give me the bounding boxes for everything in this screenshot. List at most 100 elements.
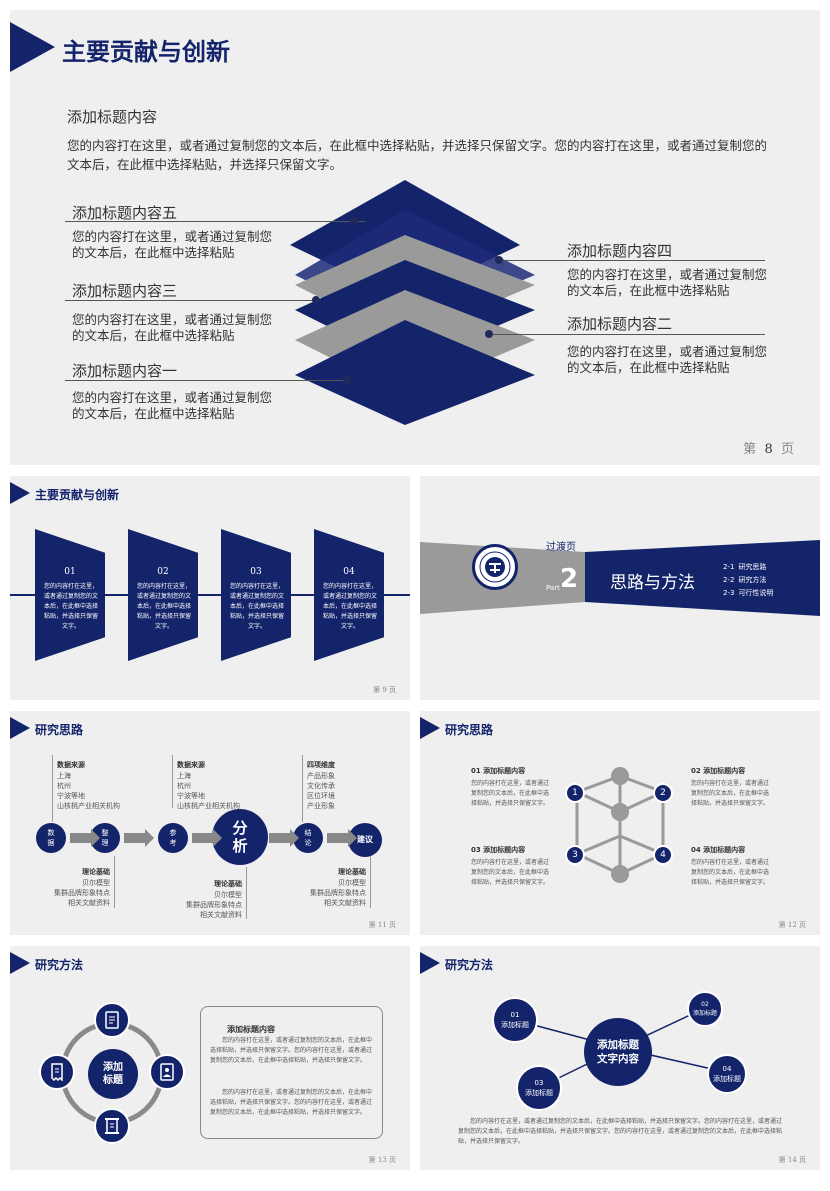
item-3-line — [65, 300, 320, 301]
page-number: 第 11 页 — [368, 921, 396, 929]
group-line: 相关文献资料 — [324, 899, 366, 907]
flow-node: 参考 — [158, 823, 188, 853]
satellite-node: 03 添加标题 — [516, 1065, 562, 1111]
flow-arrow — [327, 829, 357, 847]
group-line: 山核桃产业相关机构 — [177, 802, 240, 810]
node-number: 03 — [534, 1079, 544, 1087]
item-4-title: 添加标题内容四 — [567, 242, 673, 260]
page-number: 第 12 页 — [778, 921, 806, 929]
node-label: 添加标题 — [525, 1089, 553, 1097]
group-heading: 数据来源 — [177, 761, 205, 769]
connector-line — [370, 856, 371, 908]
node-label: 添加标题 — [692, 1010, 717, 1017]
flow-node-label: 分析 — [232, 819, 248, 855]
flow-node-label: 建议 — [357, 835, 373, 844]
section-title: 思路与方法 — [610, 573, 695, 593]
connector-line — [302, 755, 303, 822]
center-node: 添加标题文字内容 — [584, 1018, 652, 1086]
item-1-line — [65, 380, 350, 381]
item-title: 04 添加标题内容 — [691, 846, 746, 854]
box-title: 添加标题内容 — [227, 1025, 275, 1034]
title-triangle — [10, 952, 30, 974]
step-body: 您的内容打在这里，或者通过复制您的文本后，在此框中选择粘贴，并选择只保留文字。 — [229, 583, 284, 630]
box-para-2: 您的内容打在这里，或者通过复制您的文本后，在此框中选择粘贴，并选择只保留文字。您… — [210, 1089, 373, 1116]
connector-line — [246, 867, 247, 919]
document-icon — [94, 1002, 130, 1038]
text-box — [200, 1006, 383, 1139]
receipt-icon — [39, 1054, 75, 1090]
group-heading: 理论基础 — [82, 868, 110, 876]
section-text: 研究思路 — [738, 563, 767, 571]
university-seal — [472, 544, 518, 590]
group-line: 山核桃产业相关机构 — [57, 802, 120, 810]
page-number: 第 13 页 — [368, 1156, 396, 1164]
item-4-body: 您的内容打在这里，或者通过复制您的文本后，在此框中选择粘贴 — [567, 267, 768, 298]
slide-11: 研究思路 数据整理参考分析结论建议数据来源上海杭州宁波等地山核桃产业相关机构数据… — [10, 711, 410, 935]
cube-node-label: 4 — [660, 850, 666, 860]
layer-stack — [290, 180, 535, 425]
item-body: 您的内容打在这里，或者通过复制您的文本后，在此框中选择粘贴，并选择只保留文字。 — [471, 780, 550, 807]
group-line: 区位环境 — [307, 792, 335, 800]
part-label: Part — [546, 584, 560, 592]
item-2-body: 您的内容打在这里，或者通过复制您的文本后，在此框中选择粘贴 — [567, 344, 768, 375]
group-line: 上海 — [177, 772, 191, 780]
group-line: 宁波等地 — [57, 792, 85, 800]
flow-node: 数据 — [36, 823, 66, 853]
step-number: 03 — [250, 567, 262, 577]
item-body: 您的内容打在这里，或者通过复制您的文本后，在此框中选择粘贴，并选择只保留文字。 — [691, 780, 770, 807]
step-number: 02 — [157, 567, 169, 577]
item-5-body: 您的内容打在这里，或者通过复制您的文本后，在此框中选择粘贴 — [72, 229, 273, 260]
slide-title: 主要贡献与创新 — [35, 488, 120, 502]
flow-arrow — [70, 829, 100, 847]
cube-node: 4 — [653, 845, 673, 865]
step-body: 您的内容打在这里，或者通过复制您的文本后，在此框中选择粘贴，并选择只保留文字。 — [136, 583, 191, 630]
item-5-dot — [350, 217, 358, 225]
slide-title: 研究思路 — [445, 723, 494, 737]
id-card-icon — [149, 1054, 185, 1090]
page-number: 第 8 页 — [743, 442, 794, 457]
flow-node-label: 参考 — [169, 829, 177, 847]
scroll-icon — [94, 1108, 130, 1144]
slide-title: 研究方法 — [35, 958, 84, 972]
item-1-dot — [343, 376, 351, 384]
step-body: 您的内容打在这里，或者通过复制您的文本后，在此框中选择粘贴，并选择只保留文字。 — [43, 583, 98, 630]
slide-title: 研究方法 — [445, 958, 494, 972]
flow-arrow — [192, 829, 222, 847]
step-card: 02 您的内容打在这里，或者通过复制您的文本后，在此框中选择粘贴，并选择只保留文字… — [128, 529, 198, 661]
group-line: 贝尔模型 — [338, 879, 366, 887]
part-number: 2 — [560, 564, 579, 594]
node-number: 01 — [510, 1011, 520, 1019]
flow-arrow — [124, 829, 154, 847]
item-title: 02 添加标题内容 — [691, 767, 746, 775]
item-3-dot — [312, 296, 320, 304]
flow-node-label: 数据 — [47, 829, 55, 847]
step-card: 01 您的内容打在这里，或者通过复制您的文本后，在此框中选择粘贴，并选择只保留文字… — [35, 529, 105, 661]
cube-node-label: 2 — [660, 788, 666, 798]
group-line: 相关文献资料 — [200, 911, 242, 919]
group-line: 贝尔模型 — [214, 891, 242, 899]
title-triangle — [10, 717, 30, 739]
title-triangle — [420, 952, 440, 974]
box-para-1: 您的内容打在这里，或者通过复制您的文本后，在此框中选择粘贴，并选择只保留文字。您… — [210, 1037, 373, 1064]
navy-band — [585, 540, 820, 616]
step-number: 01 — [64, 567, 76, 577]
page-number: 第 14 页 — [778, 1156, 806, 1164]
title-triangle — [10, 482, 30, 504]
slide-8: 主要贡献与创新 添加标题内容 您的内容打在这里，或者通过复制您的文本后，在此框中… — [10, 10, 820, 465]
group-heading: 数据来源 — [57, 761, 85, 769]
seal-icon — [479, 551, 511, 583]
node-number: 04 — [722, 1065, 732, 1073]
item-4-line — [500, 260, 765, 261]
section-num: 2-2 — [723, 576, 735, 584]
slide-13: 研究方法 添加标题 添加标题内容 您的内容打在这里，或者通过复制您的文本后，在此… — [10, 946, 410, 1170]
cube-node: 3 — [565, 845, 585, 865]
step-card: 03 您的内容打在这里，或者通过复制您的文本后，在此框中选择粘贴，并选择只保留文字… — [221, 529, 291, 661]
item-title: 01 添加标题内容 — [471, 767, 526, 775]
item-body: 您的内容打在这里，或者通过复制您的文本后，在此框中选择粘贴，并选择只保留文字。 — [691, 859, 770, 886]
slide-title: 主要贡献与创新 — [62, 38, 230, 66]
item-5-title: 添加标题内容五 — [72, 204, 178, 222]
